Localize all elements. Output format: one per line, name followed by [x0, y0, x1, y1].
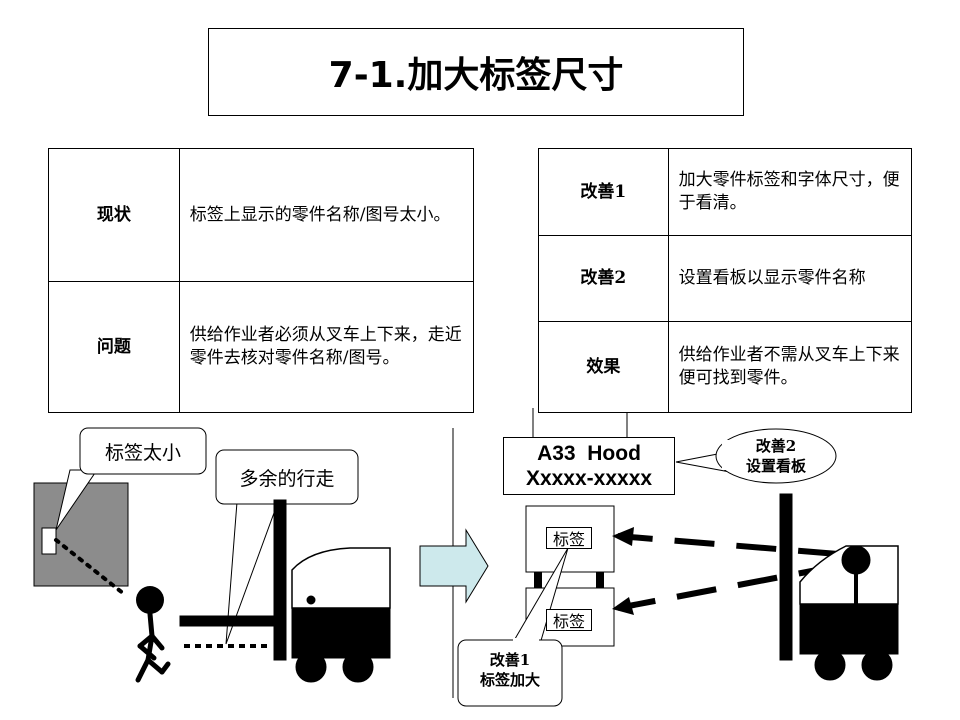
page-title-text: 7-1.加大标签尺寸: [328, 55, 624, 96]
part-label-text: 标签: [552, 530, 585, 549]
sight-line: [54, 538, 126, 596]
part-label-text: 标签: [552, 612, 585, 631]
row-label: 问题: [48, 281, 180, 413]
table-row: 改善1 加大零件标签和字体尺寸，便于看清。: [538, 148, 913, 236]
row-text: 供给作业者不需从叉车上下来便可找到零件。: [667, 321, 913, 413]
callout-improve1: 改善1 标签加大: [458, 650, 562, 691]
table-row: 效果 供给作业者不需从叉车上下来便可找到零件。: [538, 321, 913, 413]
row-text: 供给作业者必须从叉车上下来，走近零件去核对零件名称/图号。: [178, 281, 475, 413]
walking-person: [135, 586, 171, 683]
row-label: 改善2: [538, 235, 669, 322]
sight-dash: [617, 563, 839, 611]
current-state-table: 现状 标签上显示的零件名称/图号太小。 问题 供给作业者必须从叉车上下来，走近零…: [48, 148, 475, 413]
forklift-right: [779, 493, 899, 681]
sight-dash: [617, 533, 839, 557]
callout-text: 多余的行走: [239, 467, 335, 490]
improvement-table: 改善1 加大零件标签和字体尺寸，便于看清。 改善2 设置看板以显示零件名称 效果…: [538, 148, 913, 413]
row-text: 加大零件标签和字体尺寸，便于看清。: [667, 148, 913, 236]
part-label-lower: 标签: [546, 609, 592, 631]
page-title: 7-1.加大标签尺寸: [208, 28, 744, 116]
callout-label-too-small: 标签太小: [80, 428, 206, 474]
callout-title: 改善2: [755, 437, 797, 455]
callout-box-label-too-small: [79, 427, 207, 475]
callout-box-extra-walking: [215, 449, 359, 505]
signboard-line1: A33 Hood: [537, 441, 641, 465]
small-label: [41, 527, 57, 555]
callout-text: 标签加大: [479, 671, 540, 690]
right-arrow: [419, 528, 489, 604]
signboard-line2: Xxxxx-xxxxx: [525, 467, 653, 490]
forklift-left: [179, 499, 391, 683]
callout-text: 设置看板: [745, 457, 806, 476]
table-row: 问题 供给作业者必须从叉车上下来，走近零件去核对零件名称/图号。: [48, 281, 475, 413]
callout-text: 标签太小: [104, 441, 181, 464]
signboard: A33 Hood Xxxxx-xxxxx: [503, 437, 675, 495]
callout-improve2: 改善2 设置看板: [726, 436, 826, 477]
callout-box-improve1: [457, 639, 563, 707]
row-label: 效果: [538, 321, 669, 413]
callout-extra-walking: 多余的行走: [216, 450, 358, 504]
part-label-upper: 标签: [546, 527, 592, 549]
callout-title: 改善1: [489, 651, 531, 669]
